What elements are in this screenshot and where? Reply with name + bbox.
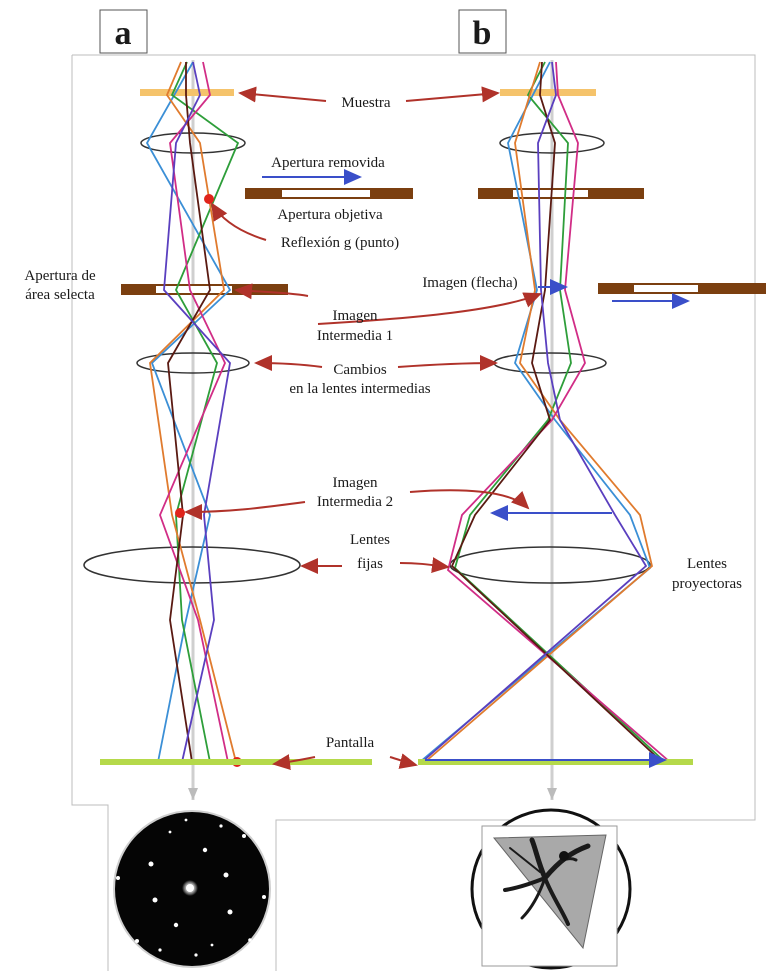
label-apertura-area-2: área selecta bbox=[25, 287, 95, 303]
label-apertura-objetiva: Apertura objetiva bbox=[277, 207, 383, 223]
label-lentes-fijas-2: fijas bbox=[357, 556, 383, 572]
panel-label-b: b bbox=[459, 10, 506, 53]
label-muestra: Muestra bbox=[341, 95, 390, 111]
label-apertura-removida: Apertura removida bbox=[271, 155, 385, 171]
label-apertura-area-1: Apertura de bbox=[24, 268, 96, 284]
screen-a bbox=[100, 759, 372, 765]
selected-area-aperture-a bbox=[121, 284, 288, 295]
panel-label-a: a bbox=[100, 10, 147, 53]
reflection-spot-objective bbox=[204, 194, 214, 204]
label-pantalla: Pantalla bbox=[326, 735, 375, 751]
svg-text:a: a bbox=[115, 15, 132, 52]
label-reflexion: Reflexión g (punto) bbox=[281, 235, 399, 251]
label-imagen-intermedia-1a: Imagen bbox=[333, 308, 378, 324]
label-imagen-intermedia-2b: Intermedia 2 bbox=[317, 494, 393, 510]
selected-area-aperture-b bbox=[598, 283, 766, 294]
triangular-sample-image bbox=[472, 810, 630, 968]
svg-text:b: b bbox=[473, 15, 492, 52]
label-lentes-proyectoras-2: proyectoras bbox=[672, 576, 742, 592]
label-cambios-1: Cambios bbox=[333, 362, 386, 378]
label-imagen-flecha: Imagen (flecha) bbox=[422, 275, 517, 291]
diffraction-pattern-image bbox=[114, 811, 270, 967]
reflection-spot-intermediate bbox=[175, 508, 185, 518]
label-imagen-intermedia-1b: Intermedia 1 bbox=[317, 328, 393, 344]
ray-bundle-b bbox=[420, 62, 670, 762]
specimen-a bbox=[140, 89, 234, 96]
label-lentes-fijas-1: Lentes bbox=[350, 532, 390, 548]
projector-lens-b bbox=[450, 547, 650, 583]
specimen-b bbox=[500, 89, 596, 96]
axis-arrow-a bbox=[188, 788, 198, 800]
objective-aperture-b bbox=[478, 188, 644, 199]
objective-aperture-removed bbox=[245, 188, 413, 199]
label-cambios-2: en la lentes intermedias bbox=[289, 381, 430, 397]
label-lentes-proyectoras-1: Lentes bbox=[687, 556, 727, 572]
axis-arrow-b bbox=[547, 788, 557, 800]
label-imagen-intermedia-2a: Imagen bbox=[333, 475, 378, 491]
